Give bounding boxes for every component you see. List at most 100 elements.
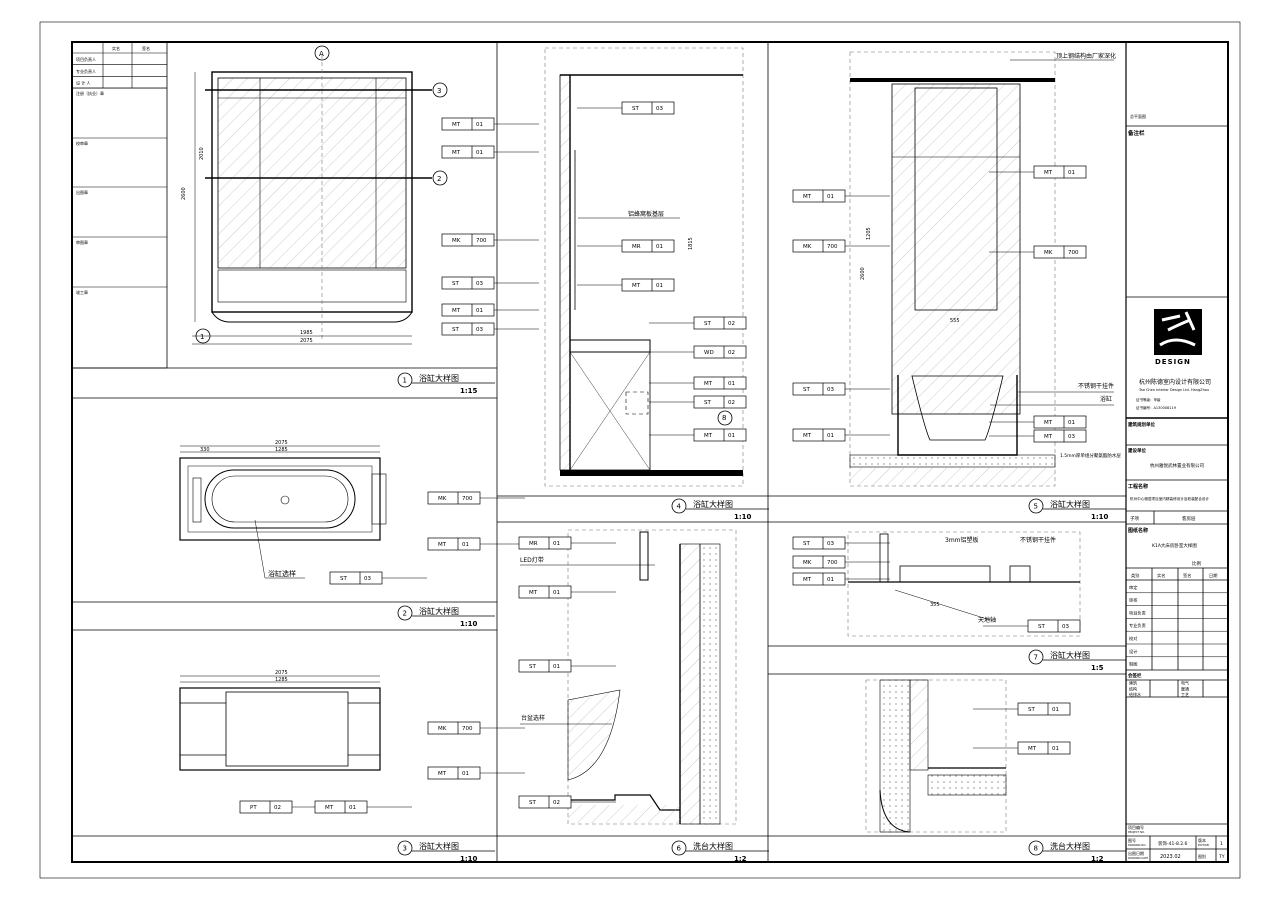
tag-material-number: 03 [1062,624,1069,630]
drawing-date: 2023.02 [1160,854,1181,860]
tag-material-code: MT [632,283,641,289]
tag-box [792,572,846,586]
project-label: 工程名称 [1128,483,1148,490]
tag-material-number: 700 [462,496,473,502]
tag-box [1027,619,1081,633]
dimension: 1205 [866,227,872,240]
tag-material-number: 01 [728,381,735,387]
view-scale: 1:10 [460,855,478,863]
dimension: 2010 [199,147,205,160]
tag-material-number: 01 [476,150,483,156]
tag-box [441,322,495,336]
tag-material-number: 01 [1068,170,1075,176]
tag-material-code: MT [803,433,812,439]
cert-level: 证书等级：甲级 [1136,397,1161,402]
tag-material-code: MK [1044,250,1053,256]
view-number: 3 [403,845,407,853]
view-6-drawing: LED灯带 台盆选样 [520,529,737,825]
view-number-circle [397,372,413,388]
tag-box [1033,165,1087,179]
tag-material-number: 02 [728,350,735,356]
tag-material-number: 01 [462,771,469,777]
tag-material-number: 02 [274,805,281,811]
countersign-role: 暖通 [1181,685,1189,691]
tag-material-code: ST [529,664,536,670]
view-title: 洗台大样图 [693,841,733,851]
view-number: 1 [403,377,407,385]
tag-box [239,800,293,814]
tag-material-code: MT [704,433,713,439]
view-number: 2 [403,610,407,618]
view-2-drawing: 2075 1285 330 浴缸选样 [179,440,387,579]
view-7-drawing: 3mm铝塑板 不锈钢干挂件 天地轴 355 [847,531,1081,637]
tag-box [441,276,495,290]
sign-role: 设计 [1129,648,1137,655]
project-no-label-en: PROJECT NO. [1128,830,1145,834]
tag-material-number: 03 [476,281,483,287]
tag-material-code: MT [1028,746,1037,752]
company-name: 杭州陈德室内设计有限公司 [1139,378,1211,386]
note-base-layer: 铝蜂窝板基层 [628,210,664,218]
tag-box [518,536,572,550]
tag-material-code: MT [704,381,713,387]
sign-header: 日期 [1209,573,1217,579]
dimension: 2075 [300,338,313,344]
edition-label-en: EDITION [1198,843,1209,847]
tag-box [792,536,846,550]
material-tag: ST 03 [329,571,427,585]
view-scale: 1:2 [1091,855,1104,863]
view-3-drawing: 2075 1285 [179,670,381,771]
note-pivot: 天地轴 [978,616,996,624]
tag-material-number: 03 [364,576,371,582]
date-label: 出图日期 [1128,850,1144,856]
tag-material-number: 01 [1068,420,1075,426]
panel-dividers [72,42,1126,862]
tag-box [621,278,675,292]
edition-label: 版本 [1198,837,1206,843]
tag-material-code: MT [452,308,461,314]
tag-material-code: MR [529,541,538,547]
tag-material-code: PT [250,805,257,811]
dimension: 1285 [275,677,288,683]
remarks-label: 备注栏 [1127,129,1145,137]
tag-material-number: 01 [553,590,560,596]
view-number-circle [1028,498,1044,514]
tag-material-code: MT [1044,170,1053,176]
view-title: 浴缸大样图 [419,373,459,383]
tag-material-number: 03 [656,106,663,112]
note-aluminum-panel: 3mm铝塑板 [945,536,979,544]
sub-item-value: 客房层 [1182,515,1196,522]
view-number-circle [671,840,687,856]
tag-material-number: 02 [553,800,560,806]
tag-material-code: ST [529,800,536,806]
material-tag: MT 01 [649,376,747,390]
tag-box [329,571,383,585]
tag-material-code: MT [1044,434,1053,440]
tag-material-code: MT [1044,420,1053,426]
tag-box [693,395,747,409]
dimension: 2075 [275,670,288,676]
type-label: 图别 [1198,853,1206,859]
dimension: 1285 [275,447,288,453]
countersign-role: 电气 [1181,680,1189,686]
tag-material-number: 01 [1052,746,1059,752]
tag-box [518,795,572,809]
sign-role: 制图 [1129,661,1137,668]
tag-material-code: MR [632,244,641,250]
tag-material-code: ST [340,576,347,582]
